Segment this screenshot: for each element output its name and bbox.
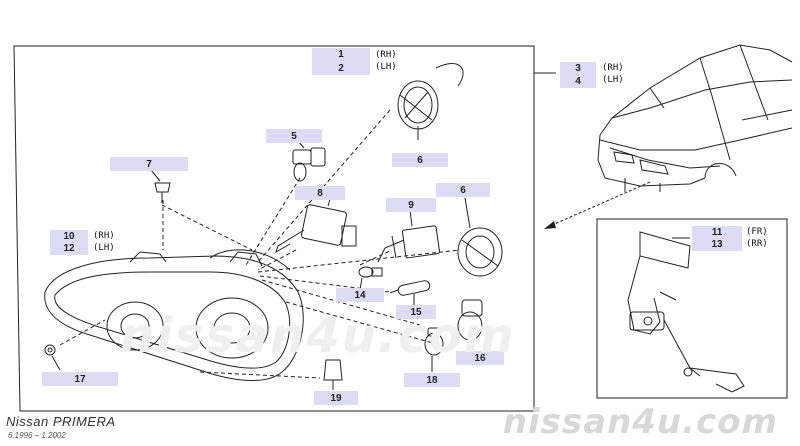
part-side-bulb xyxy=(292,147,326,182)
part-bulb-socket xyxy=(457,299,483,348)
label-lh: (LH) xyxy=(602,75,624,85)
label-rh: (RH) xyxy=(93,231,115,241)
part-dust-cap-side xyxy=(457,227,503,277)
callout-14: 14 xyxy=(336,288,384,302)
callout-8: 8 xyxy=(295,186,345,200)
assembly-frame xyxy=(13,45,535,412)
callout-5: 5 xyxy=(266,129,322,143)
callout-19: 19 xyxy=(314,391,358,405)
part-retainer xyxy=(323,359,343,390)
label-fr: (FR) xyxy=(746,227,768,237)
callout-18: 18 xyxy=(404,373,460,387)
brand-logo-text: nissan4u.com xyxy=(502,402,778,442)
model-years: 6.1996 – 1.2002 xyxy=(8,431,66,440)
callout-10-12: 10 12 xyxy=(50,230,88,255)
side-labels-10-12: (RH) (LH) xyxy=(93,230,115,254)
callout-1: 1 xyxy=(338,49,344,61)
side-labels-1-2: (RH) (LH) xyxy=(375,49,397,73)
part-signal-bulb xyxy=(424,327,444,356)
callout-11: 11 xyxy=(711,226,723,238)
label-rh: (RH) xyxy=(375,50,397,60)
part-level-sensor xyxy=(627,231,745,393)
callout-17: 17 xyxy=(42,372,118,386)
part-connector xyxy=(377,225,441,263)
label-lh: (LH) xyxy=(93,243,115,253)
watermark: nissan4u.com xyxy=(120,308,516,364)
part-socket xyxy=(275,204,357,254)
callout-11-13: 11 13 xyxy=(692,226,742,251)
side-labels-3-4: (RH) (LH) xyxy=(602,62,624,86)
label-rr: (RR) xyxy=(746,239,768,249)
callout-6b: 6 xyxy=(436,183,490,197)
part-festoon-bulb xyxy=(389,280,431,296)
leveler-inset-frame xyxy=(596,218,788,399)
callout-15: 15 xyxy=(396,305,436,319)
part-dust-cap-top xyxy=(397,63,464,130)
callout-2: 2 xyxy=(338,62,344,74)
part-wedge-bulb xyxy=(358,266,383,278)
model-title: Nissan PRIMERA xyxy=(6,414,116,429)
callout-3: 3 xyxy=(575,63,581,74)
callout-7: 7 xyxy=(110,157,188,171)
callout-9: 9 xyxy=(386,198,436,212)
label-rh: (RH) xyxy=(602,63,624,73)
part-clip xyxy=(154,182,171,203)
callout-13: 13 xyxy=(711,239,723,251)
callout-12: 12 xyxy=(63,243,75,255)
location-pointer xyxy=(549,181,651,227)
car-front-illustration xyxy=(597,44,793,192)
part-grommet xyxy=(44,344,56,356)
callout-1-2: 1 2 xyxy=(312,48,370,75)
headlamp-assembly xyxy=(44,249,304,381)
callout-16: 16 xyxy=(456,351,504,365)
callout-6a: 6 xyxy=(392,153,448,167)
callout-10: 10 xyxy=(63,230,75,242)
callout-4: 4 xyxy=(575,76,581,87)
side-labels-11-13: (FR) (RR) xyxy=(746,226,768,250)
callout-3-4: 3 4 xyxy=(560,62,596,88)
label-lh: (LH) xyxy=(375,62,397,72)
pointer-arrowhead xyxy=(544,221,556,229)
